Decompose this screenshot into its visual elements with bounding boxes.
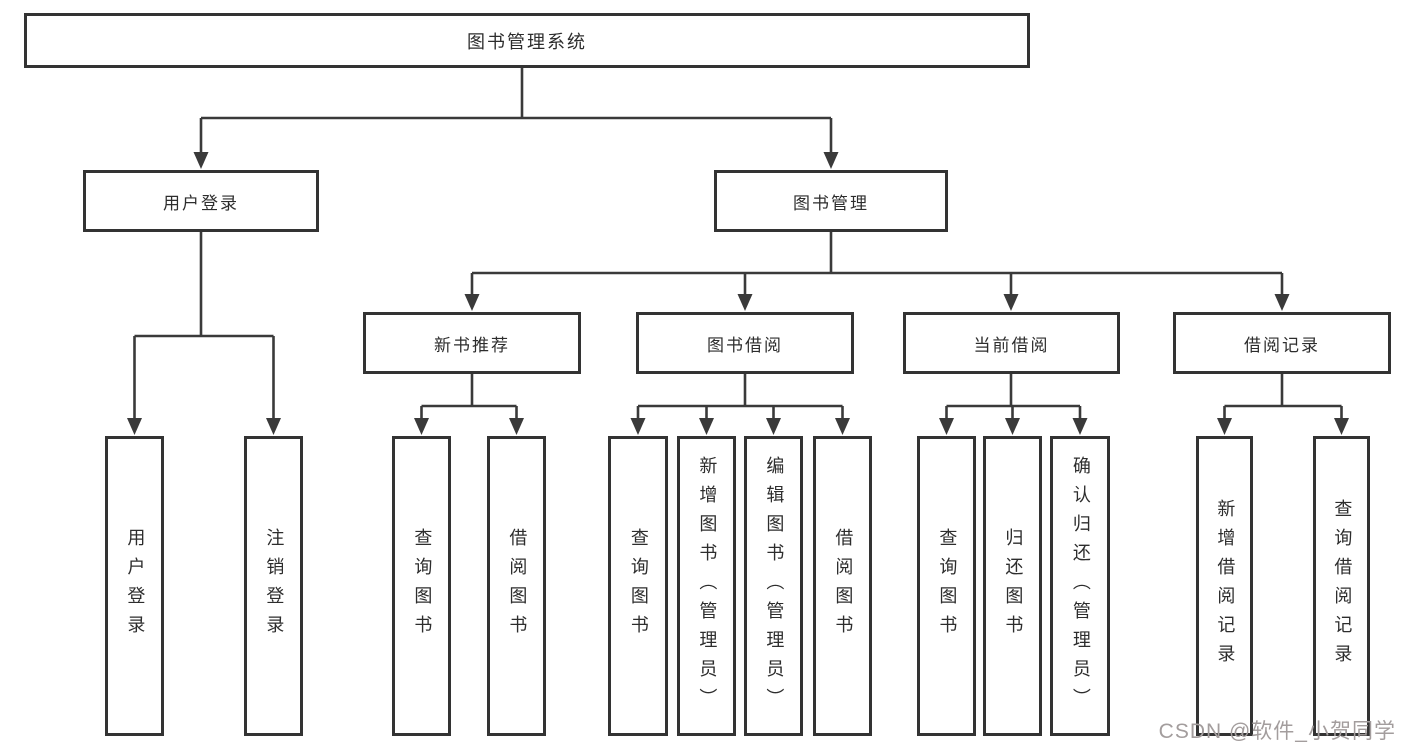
leaf-borrow-books-label: 借阅图书 <box>833 528 854 644</box>
leaf-borrow-books: 借阅图书 <box>813 436 872 736</box>
leaf-add-borrow-record: 新增借阅记录 <box>1196 436 1253 736</box>
node-user-login: 用户登录 <box>83 170 319 232</box>
leaf-edit-books-admin: 编辑图书（管理员） <box>744 436 803 736</box>
leaf-add-books-admin: 新增图书（管理员） <box>677 436 736 736</box>
leaf-confirm-return-admin-label: 确认归还（管理员） <box>1070 455 1091 717</box>
leaf-logout-label: 注销登录 <box>264 528 285 644</box>
leaf-query-books-current-label: 查询图书 <box>937 528 958 644</box>
leaf-return-books-label: 归还图书 <box>1003 528 1024 644</box>
leaf-borrow-books-recommend: 借阅图书 <box>487 436 546 736</box>
node-current-borrowing: 当前借阅 <box>903 312 1120 374</box>
leaf-query-books-borrow-label: 查询图书 <box>628 528 649 644</box>
leaf-return-books: 归还图书 <box>983 436 1042 736</box>
node-library-system: 图书管理系统 <box>24 13 1030 68</box>
leaf-borrow-books-recommend-label: 借阅图书 <box>507 528 528 644</box>
leaf-edit-books-admin-label: 编辑图书（管理员） <box>764 455 785 717</box>
leaf-query-books-recommend-label: 查询图书 <box>412 528 433 644</box>
node-book-management: 图书管理 <box>714 170 948 232</box>
leaf-query-borrow-record: 查询借阅记录 <box>1313 436 1370 736</box>
leaf-user-login: 用户登录 <box>105 436 164 736</box>
node-borrowing-records: 借阅记录 <box>1173 312 1391 374</box>
csdn-watermark: CSDN @软件_小贺同学 <box>1158 720 1396 743</box>
leaf-query-books-borrow: 查询图书 <box>608 436 668 736</box>
node-new-book-recommendation: 新书推荐 <box>363 312 581 374</box>
leaf-user-login-label: 用户登录 <box>125 528 146 644</box>
node-book-borrowing: 图书借阅 <box>636 312 854 374</box>
leaf-add-books-admin-label: 新增图书（管理员） <box>697 455 718 717</box>
leaf-add-borrow-record-label: 新增借阅记录 <box>1215 499 1236 673</box>
leaf-logout: 注销登录 <box>244 436 303 736</box>
leaf-query-books-current: 查询图书 <box>917 436 976 736</box>
leaf-query-borrow-record-label: 查询借阅记录 <box>1332 499 1353 673</box>
leaf-query-books-recommend: 查询图书 <box>392 436 451 736</box>
leaf-confirm-return-admin: 确认归还（管理员） <box>1050 436 1110 736</box>
